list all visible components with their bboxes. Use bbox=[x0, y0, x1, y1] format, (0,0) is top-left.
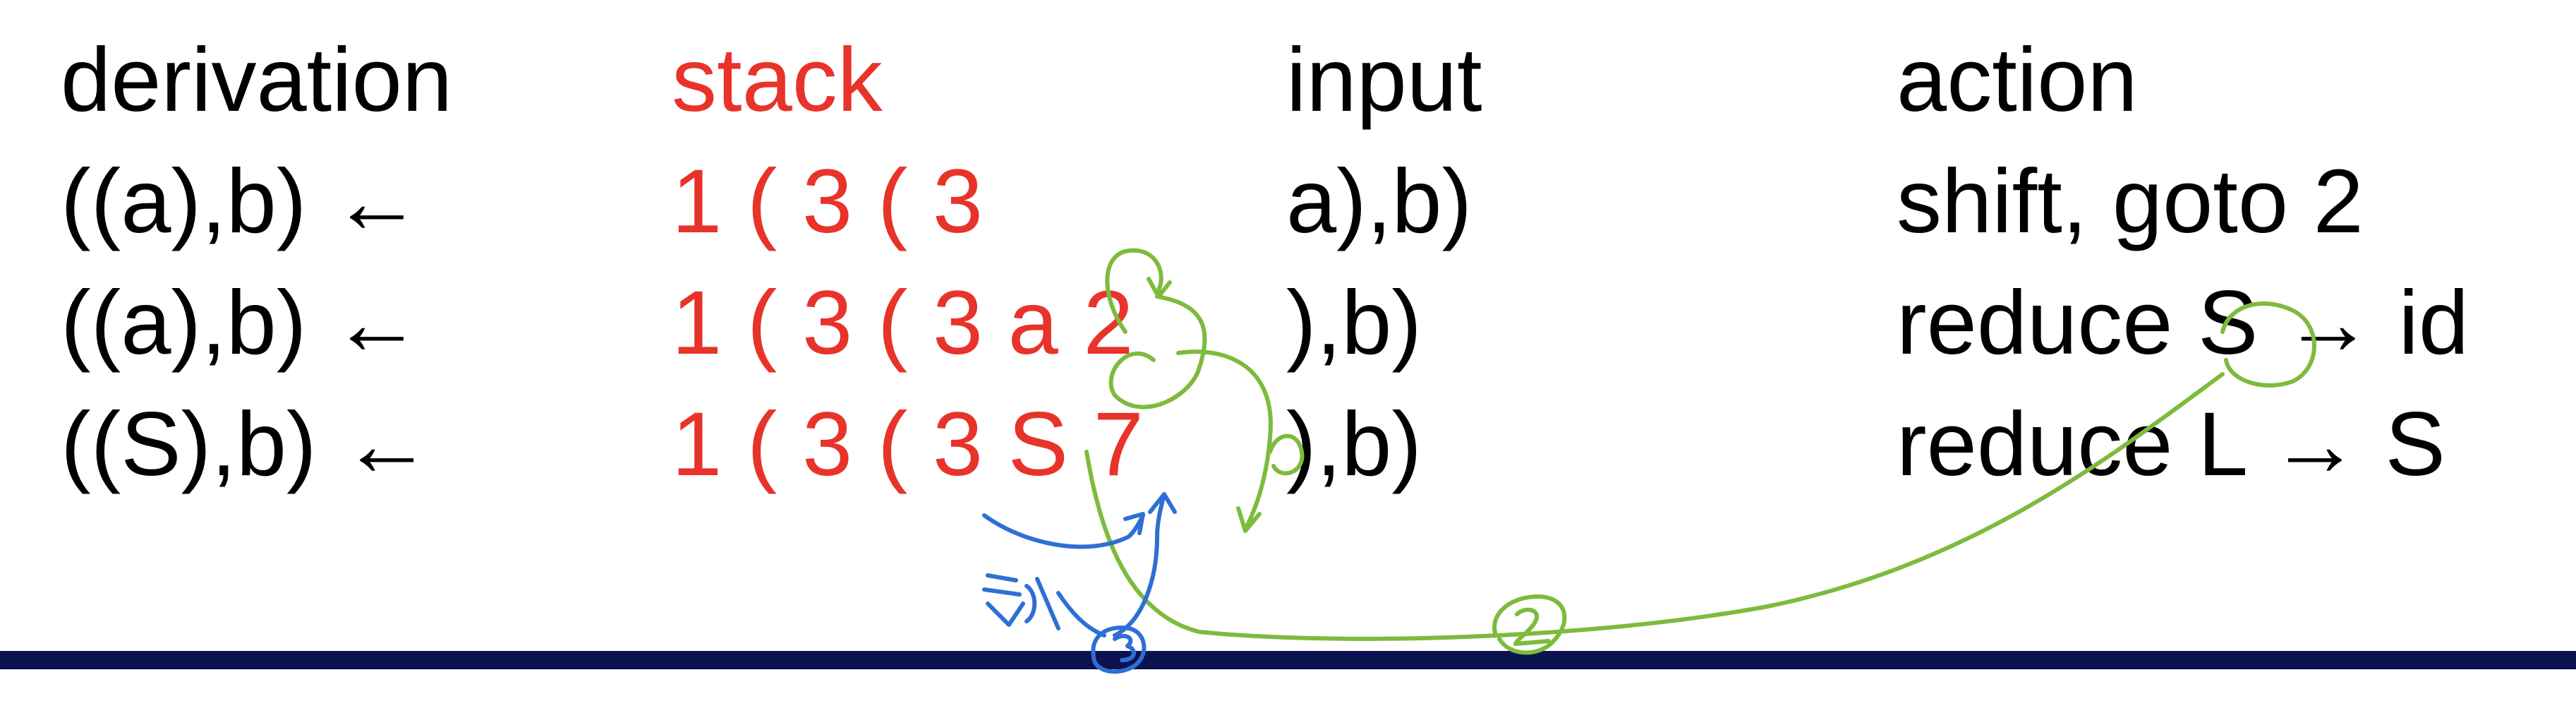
input-cell: ),b) bbox=[1286, 394, 1422, 495]
green-two-circle bbox=[1492, 594, 1567, 655]
action-cell: reduce S → id bbox=[1897, 273, 2469, 373]
blue-curve-arrow bbox=[982, 512, 1145, 549]
input-cell: ),b) bbox=[1286, 273, 1422, 373]
stack-cell: 1 ( 3 ( 3 S 7 bbox=[672, 394, 1144, 495]
header-stack: stack bbox=[672, 30, 883, 131]
action-cell: reduce L → S bbox=[1897, 394, 2445, 495]
bottom-bar bbox=[0, 651, 2576, 669]
header-derivation: derivation bbox=[61, 30, 452, 131]
derivation-cell: ((a),b) ← bbox=[61, 273, 422, 373]
header-action: action bbox=[1897, 30, 2138, 131]
derivation-cell: ((S),b) ← bbox=[61, 394, 433, 495]
action-cell: shift, goto 2 bbox=[1897, 151, 2364, 252]
derivation-cell: ((a),b) ← bbox=[61, 151, 422, 252]
blue-upward-arrow bbox=[1113, 492, 1177, 638]
input-cell: a),b) bbox=[1286, 151, 1473, 252]
green-arrow-down bbox=[1176, 349, 1273, 533]
header-input: input bbox=[1286, 30, 1482, 131]
blue-small-arrow bbox=[1056, 591, 1106, 638]
green-two-glyph bbox=[1513, 607, 1551, 646]
blue-handwritten-mark bbox=[982, 573, 1060, 630]
stack-cell: 1 ( 3 ( 3 bbox=[672, 151, 984, 252]
stack-cell: 1 ( 3 ( 3 a 2 bbox=[672, 273, 1134, 373]
blue-annotations bbox=[982, 492, 1177, 674]
